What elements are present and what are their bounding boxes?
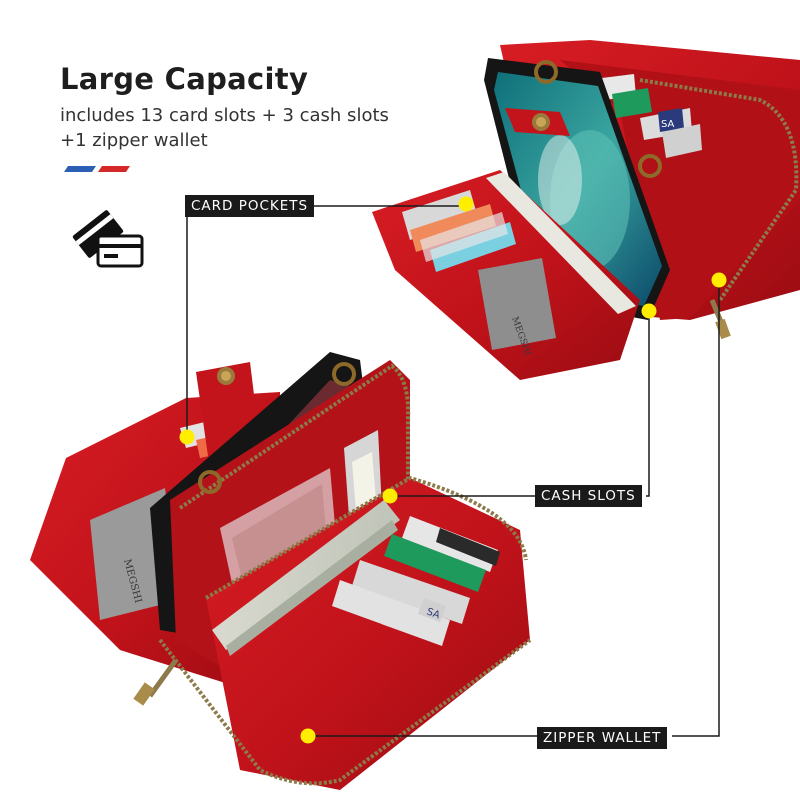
svg-text:SA: SA [661, 119, 675, 130]
svg-text:SA: SA [425, 606, 441, 621]
subtitle-card-count: includes 13 card slots + 3 cash slots [60, 105, 389, 126]
subtitle-zipper: +1 zipper wallet [60, 130, 208, 151]
bottom-wallet: MEGSHI SA [30, 352, 532, 790]
label-card-pockets: CARD POCKETS [185, 195, 315, 217]
label-cash-slots: CASH SLOTS [535, 485, 642, 507]
top-wallet: SA MEGSHI [372, 40, 800, 380]
label-zipper-wallet: ZIPPER WALLET [537, 727, 668, 749]
callout-markers [179, 196, 727, 744]
color-accent-bar [64, 166, 130, 172]
credit-card-icon [72, 210, 144, 268]
page-title: Large Capacity [60, 62, 309, 96]
